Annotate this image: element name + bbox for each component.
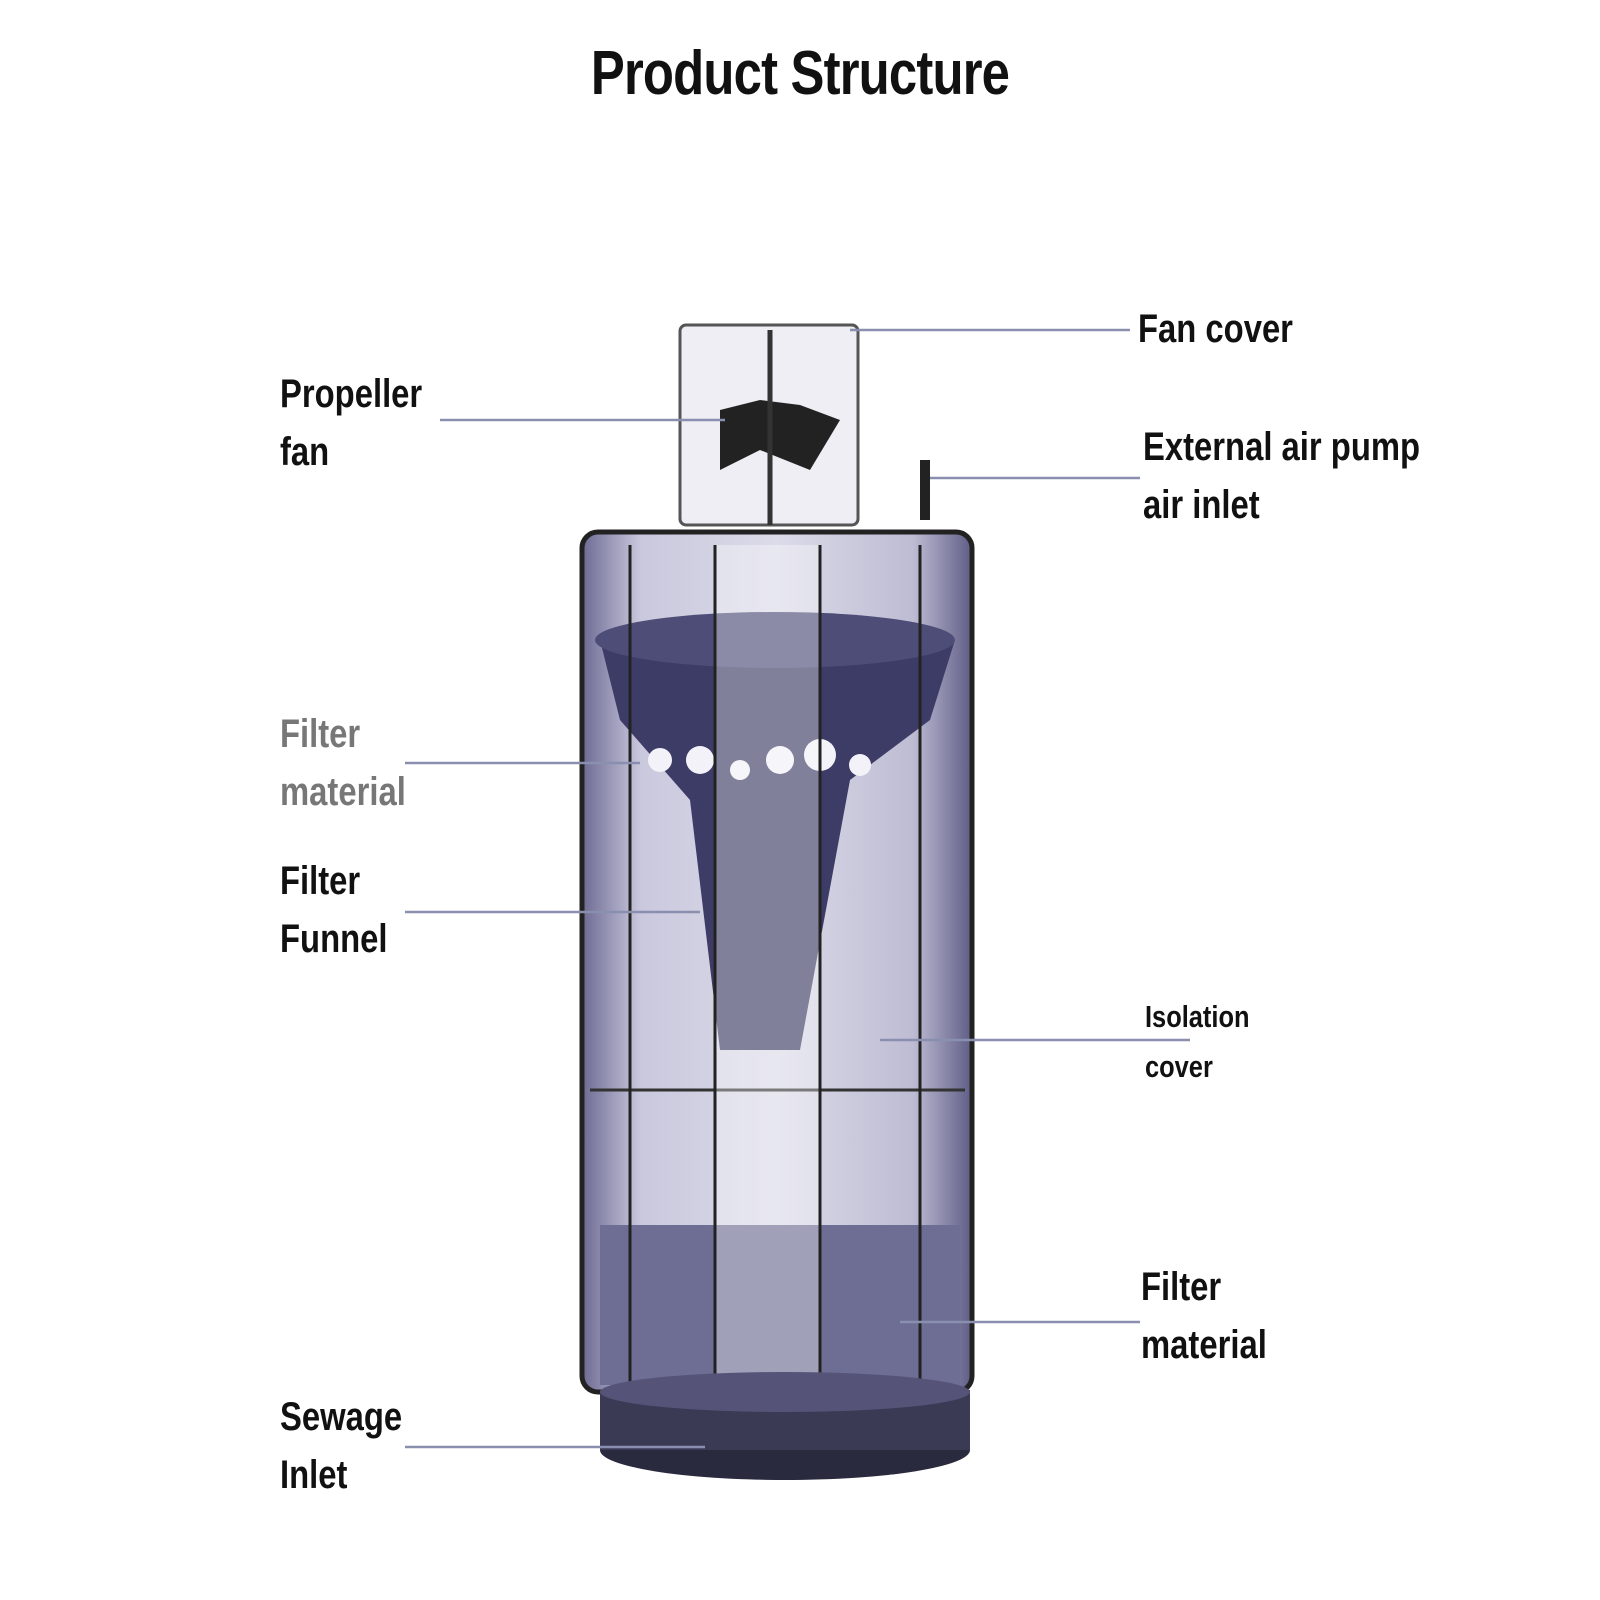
filter-material-bottom (600, 1225, 960, 1385)
label-filter-material-bottom: Filter material (1141, 1258, 1267, 1374)
label-propeller-fan: Propeller fan (280, 365, 422, 481)
label-line: Filter (280, 859, 361, 903)
label-line: cover (1145, 1049, 1213, 1084)
filter-funnel (600, 640, 955, 1050)
label-line: Filter (280, 712, 361, 756)
label-line: material (1141, 1323, 1267, 1367)
label-line: Funnel (280, 917, 388, 961)
label-line: Filter (1141, 1265, 1222, 1309)
leader-lines (405, 328, 1190, 1449)
base (600, 1372, 970, 1480)
label-isolation-cover: Isolation cover (1145, 992, 1250, 1092)
label-fan-cover: Fan cover (1138, 300, 1293, 358)
label-air-inlet: External air pump air inlet (1143, 418, 1420, 534)
label-line: air inlet (1143, 483, 1260, 527)
label-line: Inlet (280, 1453, 348, 1497)
label-line: Isolation (1145, 999, 1250, 1034)
label-filter-material-top: Filter material (280, 705, 406, 821)
label-line: Sewage (280, 1395, 403, 1439)
propeller-fan (720, 400, 840, 470)
filter-balls (648, 739, 871, 780)
label-line: material (280, 770, 406, 814)
page-title: Product Structure (590, 39, 1010, 108)
label-line: fan (280, 430, 330, 474)
label-line: Propeller (280, 372, 423, 416)
main-body (579, 529, 975, 1395)
fan-cover (678, 323, 860, 527)
label-line: Fan cover (1138, 307, 1293, 351)
label-line: External air pump (1143, 425, 1421, 469)
